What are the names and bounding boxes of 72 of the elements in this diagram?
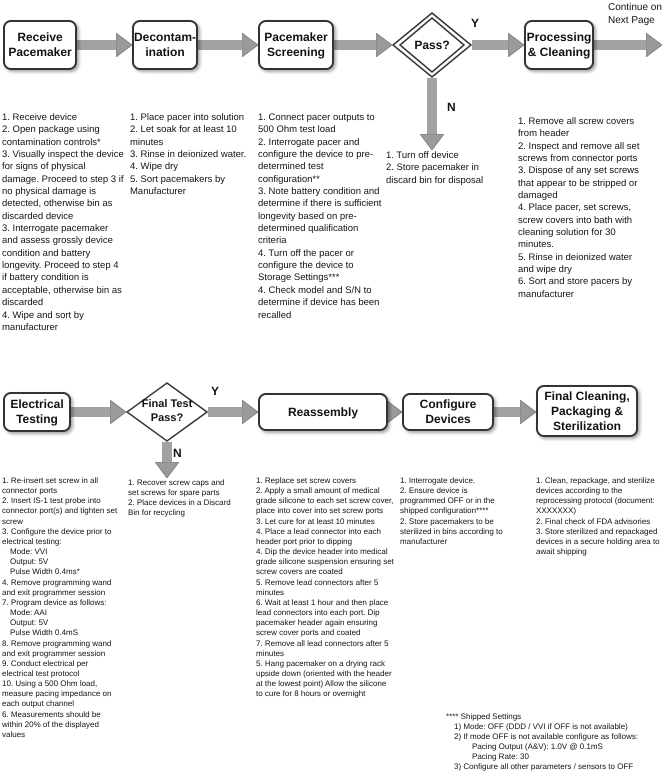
step-text: 1. Interrogate device. [400, 476, 476, 486]
step-text: 8. Remove programming wand and exit programmer session [2, 638, 112, 659]
step-text: 3. Store sterilized and repackaged devices in a secure holding area to await shipping [536, 526, 661, 558]
step-text: 1. Receive device [2, 112, 78, 124]
step-text: 2. Insert IS-1 test probe into connector port(s) and tighten set screw [2, 496, 118, 527]
step-text: 3. Rinse in deionized water. [130, 149, 248, 162]
footnote-text: Pacing Rate: 30 [471, 752, 530, 762]
step-text: Output: 5V [9, 618, 50, 628]
step-text: 3. Interrogate pacemaker and assess grossly device condition and battery longevity. Proceed to step 4 if battery condition is acceptable, otherwise bin as discarded [2, 223, 123, 310]
footnote-text: Pacing Output (A&V): 1.0V @ 0.1mS [471, 742, 604, 752]
step-text: 6. Measurements should be within 20% of the displayed values [2, 710, 102, 740]
process-box: Decontam- ination [132, 20, 198, 70]
step-text: 4. Check model and S/N to determine if device has been recalled [258, 284, 380, 322]
step-text: Pulse Width 0.4ms* [9, 567, 81, 578]
decision-diamond: Final Test Pass? [126, 382, 208, 442]
footnote-text: 2) If mode OFF is not available configure as follows: [453, 732, 640, 742]
step-text: 1. Clean, repackage, and sterilize devices according to the reprocessing protocol (document: XXXXXXX) [536, 476, 656, 517]
footnote-text: 3) Configure all other parameters / sensors to OFF [453, 762, 634, 772]
step-text: 1. Place pacer into solution [130, 112, 246, 124]
process-box: Configure Devices [402, 393, 494, 431]
step-text: 2. Open package using contamination controls* [2, 124, 102, 150]
footnote-text: 1) Mode: OFF (DDD / VVI if OFF is not available) [453, 722, 629, 732]
edge-label: Continue on Next Page [608, 2, 664, 27]
step-text: 2. Apply a small amount of medical grade silicone to each set screw cover, place into cover into set screw ports [256, 486, 394, 517]
step-text: 1. Turn off device [386, 150, 460, 162]
step-text: 4. Wipe and sort by manufacturer [2, 310, 85, 334]
step-text: 1. Connect pacer outputs to 500 Ohm test load [258, 112, 376, 137]
step-text: 7. Remove all lead connectors after 5 minutes [256, 638, 390, 659]
step-text: 3. Configure the device prior to electrical testing: [2, 526, 112, 548]
step-text: 3. Note battery condition and determine if there is sufficient longevity based on pre-determined qualification criteria [258, 186, 382, 248]
process-box: Electrical Testing [3, 392, 71, 432]
step-text: 1. Remove all screw covers from header [518, 116, 636, 141]
process-box: Final Cleaning, Packaging & Sterilization [536, 385, 638, 437]
step-text: 9. Conduct electrical per electrical test protocol [2, 658, 90, 680]
step-text: 2. Store pacemaker in discard bin for disposal [386, 162, 484, 188]
step-text: 5. Sort pacemakers by Manufacturer [130, 174, 226, 198]
process-box: Pacemaker Screening [258, 20, 334, 70]
step-text: 1. Recover screw caps and set screws for spare parts [128, 478, 226, 498]
step-text: 4. Turn off the pacer or configure the device to Storage Settings*** [258, 248, 355, 285]
step-text: 6. Sort and store pacers by manufacturer [518, 276, 634, 302]
step-text: 2. Interrogate pacer and configure the device to pre-determined test configuration** [258, 136, 374, 186]
footnote-text: **** Shipped Settings [446, 712, 522, 722]
step-text: 4. Dip the device header into medical grade silicone suspension ensuring set screw covers are coated [256, 547, 394, 578]
step-text: Pulse Width 0.4mS [9, 628, 80, 638]
step-text: 3. Dispose of any set screws that appear to be stripped or damaged [518, 165, 640, 202]
process-box: Processing & Cleaning [524, 20, 594, 70]
step-text: 5. Rinse in deionized water and wipe dry [518, 252, 634, 276]
process-box: Reassembly [258, 393, 388, 431]
step-text: 2. Ensure device is programmed OFF or in the shipped configuration**** [400, 486, 496, 517]
step-text: 7. Program device as follows: [2, 598, 108, 608]
step-text: 1. Re-insert set screw in all connector ports [2, 476, 100, 496]
step-text: 6. Wait at least 1 hour and then place lead connectors into each port. Dip pacemaker header again ensuring screw cover ports and coated [256, 598, 390, 638]
step-text: 4. Place a lead connector into each header port prior to dipping [256, 526, 382, 548]
process-box: Receive Pacemaker [3, 20, 77, 70]
step-text: 2. Inspect and remove all set screws from connector ports [518, 140, 640, 166]
step-text: 4. Wipe dry [130, 161, 180, 174]
step-text: 3. Visually inspect the device for signs of physical damage. Proceed to step 3 if no physical damage is detected, otherwise bin as discarded device [2, 149, 124, 224]
step-text: 2. Store pacemakers to be sterilized in bins according to manufacturer [400, 516, 504, 548]
step-text: 4. Place pacer, set screws, screw covers into bath with cleaning solution for 30 minutes. [518, 202, 634, 252]
step-text: Mode: VVI [9, 547, 48, 558]
step-text: 10. Using a 500 Ohm load, measure pacing impedance on each output channel [2, 679, 112, 710]
step-text: 2. Place devices in a Discard Bin for recycling [128, 498, 232, 518]
step-text: 5. Hang pacemaker on a drying rack upside down (oriented with the header at the lowest point) Allow the silicone to cure for 8 hours or overnight [256, 658, 393, 700]
decision-diamond: Pass? [392, 12, 472, 78]
step-text: 1. Replace set screw covers [256, 476, 358, 486]
step-text: 2. Final check of FDA advisories [536, 516, 652, 527]
step-text: Mode: AAI [9, 608, 48, 618]
step-text: 5. Remove lead connectors after 5 minutes [256, 578, 380, 598]
step-text: 4. Remove programming wand and exit programmer session [2, 578, 112, 598]
step-text: 2. Let soak for at least 10 minutes [130, 124, 238, 150]
step-text: Output: 5V [9, 557, 50, 568]
step-text: 3. Let cure for at least 10 minutes [256, 516, 376, 527]
